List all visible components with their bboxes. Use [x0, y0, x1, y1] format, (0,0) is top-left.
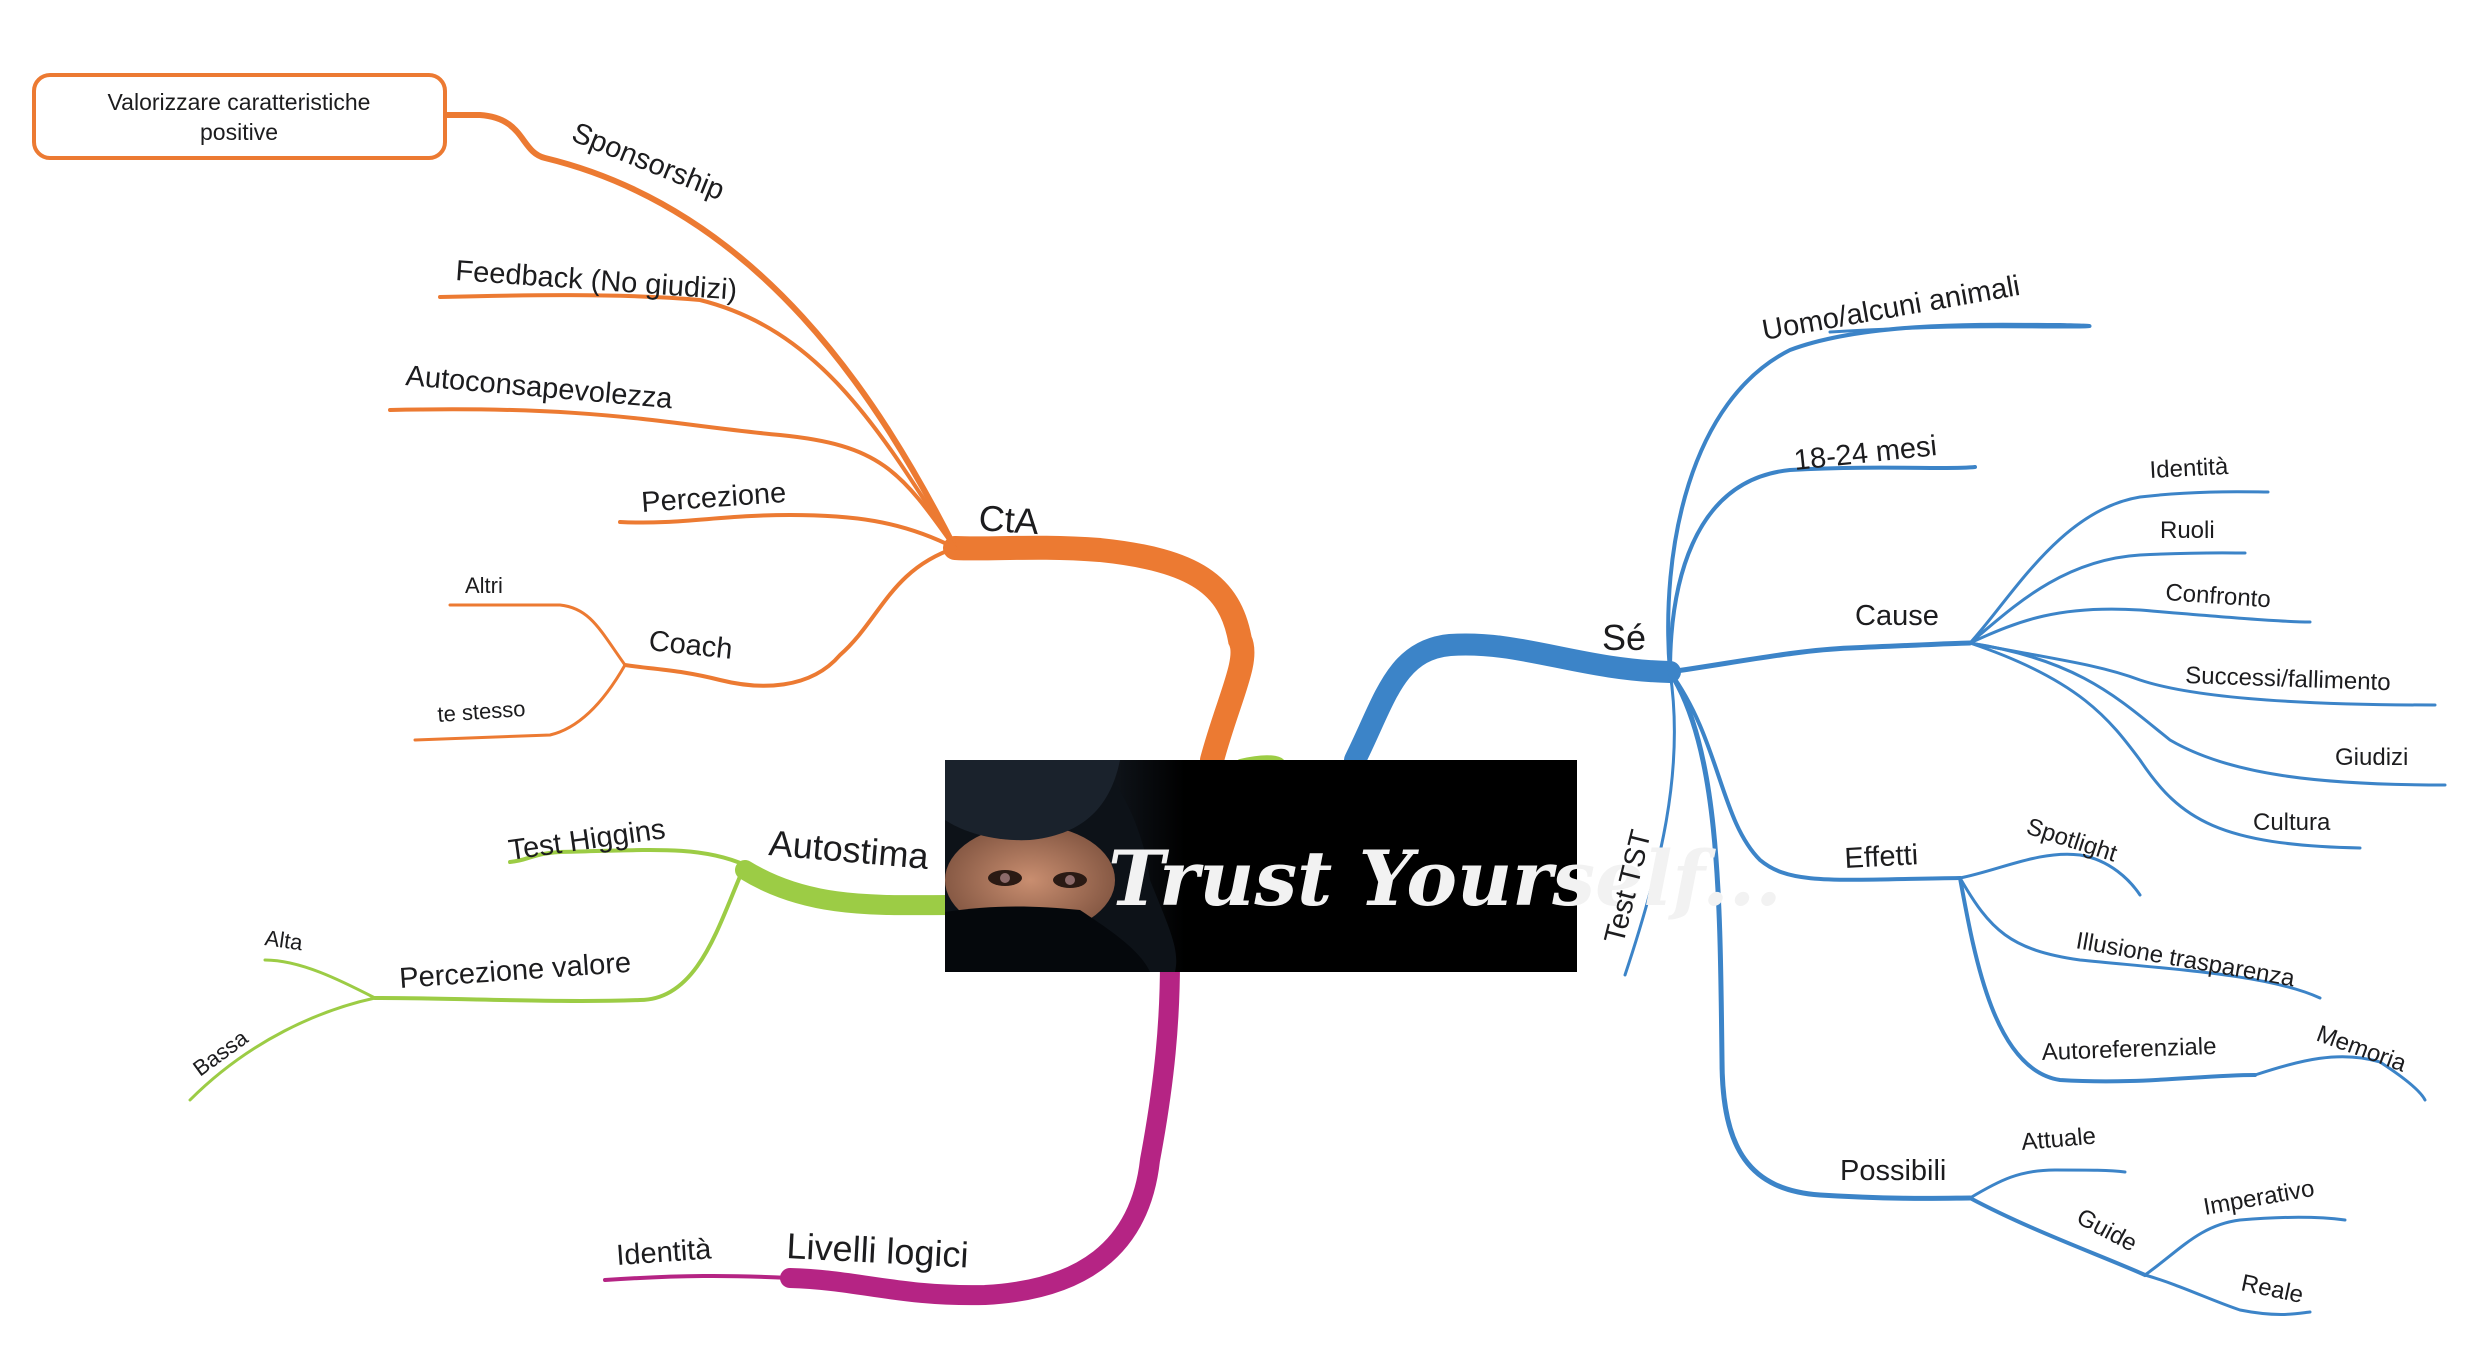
lower-veil-shape [945, 906, 1150, 972]
livelli-line-identita [603, 1273, 792, 1282]
branch-se [1344, 322, 2447, 1316]
cta-line-autoconsapevolezza [388, 407, 957, 550]
autoreferenziale-label: Autoreferenziale [2041, 1033, 2217, 1066]
uomo-label: Uomo/alcuni animali [1760, 270, 2023, 347]
livelli-label: Livelli logici [786, 1225, 970, 1275]
percezione-label: Percezione [640, 477, 787, 519]
coach-line-altri [448, 603, 627, 667]
te-stesso-label: te stesso [437, 696, 527, 727]
cta-line-percezione [618, 512, 957, 550]
successi-label: Successi/fallimento [2185, 662, 2391, 696]
cause-line-identita [1968, 490, 2270, 645]
possibili-label: Possibili [1840, 1155, 1946, 1187]
percezione-valore-label: Percezione valore [398, 947, 632, 995]
cta-line-coach [623, 546, 957, 688]
possibili-line-attuale [1968, 1168, 2127, 1200]
effetti-line-spotlight [1958, 852, 2142, 897]
reale-label: Reale [2239, 1269, 2306, 1308]
cause-line-successi [1968, 641, 2437, 707]
se-label: Sé [1602, 617, 1646, 658]
illusione-label: Illusione trasparenza [2074, 927, 2297, 992]
sponsorship-note-line-2: positive [200, 119, 278, 145]
cta-line-sponsorship [442, 112, 958, 551]
cultura-label: Cultura [2253, 809, 2331, 836]
memoria-label: Memoria [2313, 1020, 2411, 1078]
effetti-label: Effetti [1844, 839, 1919, 875]
cause-identita-label: Identità [2149, 453, 2230, 484]
se-trunk [1344, 633, 1681, 771]
cover-title: Trust Yourself... [1108, 834, 1782, 923]
autoreferenziale-line-memoria [2253, 1055, 2427, 1102]
autostima-label: Autostima [767, 822, 931, 877]
cause-line-ruoli [1968, 551, 2247, 645]
mesi-label: 18-24 mesi [1792, 430, 1938, 477]
cta-label: CtA [977, 497, 1040, 542]
cause-line-confronto [1968, 607, 2312, 645]
cause-line-giudizi [1968, 641, 2447, 787]
guide-line-reale [2143, 1273, 2312, 1316]
se-line-test-tst [1623, 670, 1676, 977]
right-iris-icon [1065, 875, 1075, 885]
se-line-cause [1667, 640, 1973, 675]
percezione-line-alta [263, 958, 377, 1000]
imperativo-label: Imperativo [2201, 1175, 2316, 1221]
cause-label: Cause [1855, 600, 1939, 632]
alta-label: Alta [263, 925, 305, 955]
branch-livelli [603, 950, 1180, 1306]
se-line-possibili [1667, 669, 1973, 1201]
upper-veil-shape [945, 760, 1120, 841]
se-line-effetti [1668, 670, 1962, 882]
giudizi-label: Giudizi [2335, 744, 2408, 771]
feedback-label: Feedback (No giudizi) [455, 255, 739, 307]
se-line-uomo-tail [1828, 323, 2065, 334]
altri-label: Altri [465, 573, 503, 598]
guide-line-imperativo [2143, 1215, 2347, 1277]
autoconsapevolezza-label: Autoconsapevolezza [404, 360, 674, 415]
sponsorship-note-line-1: Valorizzare caratteristiche [108, 89, 371, 115]
effetti-line-autoreferenziale [1958, 876, 2257, 1084]
autostima-line-percezione [373, 863, 747, 1003]
central-image: Trust Yourself... [945, 760, 1782, 972]
test-higgins-label: Test Higgins [507, 813, 668, 867]
spotlight-label: Spotlight [2023, 813, 2120, 868]
branch-autostima [188, 755, 1286, 1102]
coach-line-te-stesso [413, 663, 627, 742]
sponsorship-note-box [32, 73, 447, 160]
cause-line-cultura [1968, 641, 2362, 850]
cta-trunk [943, 535, 1255, 772]
livelli-identita-label: Identità [615, 1233, 713, 1272]
coach-label: Coach [647, 625, 734, 666]
se-line-mesi [1668, 465, 1977, 674]
autostima-trunk [735, 860, 965, 916]
possibili-line-guide [1968, 1196, 2147, 1277]
confronto-label: Confronto [2165, 579, 2272, 613]
autostima-line-higgins [508, 847, 747, 867]
livelli-trunk [780, 950, 1180, 1306]
ruoli-label: Ruoli [2160, 517, 2215, 544]
percezione-line-bassa [188, 996, 377, 1102]
left-iris-icon [1000, 873, 1010, 883]
attuale-label: Attuale [2020, 1123, 2097, 1156]
cta-line-feedback [438, 293, 957, 550]
branch-cta [388, 112, 1255, 772]
effetti-line-illusione [1958, 876, 2322, 1000]
